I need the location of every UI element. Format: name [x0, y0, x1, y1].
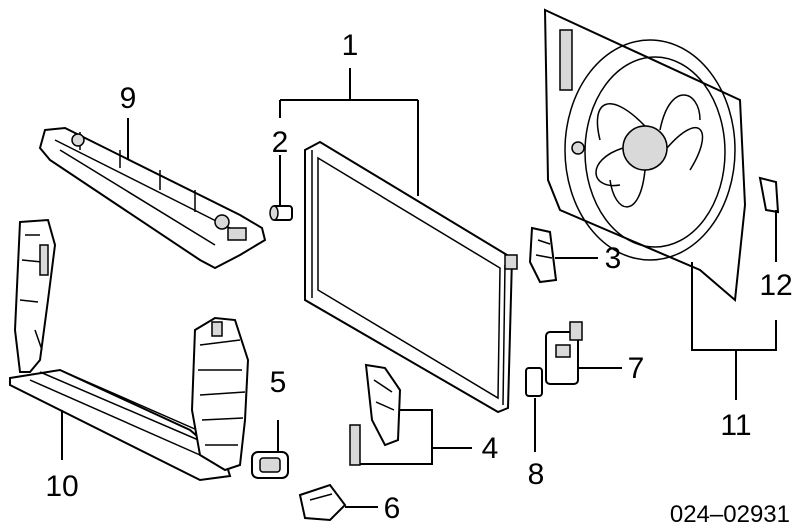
callout-9: 9	[120, 82, 137, 115]
bracket-part-12	[758, 176, 780, 214]
clip-part-8	[525, 367, 543, 397]
callout-7: 7	[628, 352, 645, 385]
callout-3: 3	[605, 242, 622, 275]
callout-labels: 1 2 3 4 5 6 7 8 9 10 11 12	[45, 29, 792, 525]
callout-6: 6	[384, 492, 401, 525]
callout-1: 1	[342, 29, 359, 62]
callout-12: 12	[759, 269, 792, 302]
pin-part-2	[269, 205, 293, 221]
condenser-part-1	[304, 140, 518, 414]
bracket-part-3	[528, 226, 558, 284]
callout-4: 4	[482, 432, 499, 465]
fan-shroud-part-11	[543, 8, 747, 302]
callout-11: 11	[720, 409, 751, 442]
callout-2: 2	[272, 126, 289, 159]
side-guide-part-4	[349, 363, 402, 466]
radiator-frame-part-10	[9, 218, 250, 482]
callout-10: 10	[45, 470, 78, 503]
clip-part-6	[298, 483, 347, 522]
catalog-number: 024–02931	[670, 501, 790, 528]
rubber-mount-part-5	[251, 451, 289, 479]
upper-support-part-9	[38, 126, 267, 270]
callout-8: 8	[528, 458, 545, 491]
callout-5: 5	[270, 366, 287, 399]
valve-block-part-7	[545, 321, 583, 385]
leader-lines	[61, 68, 777, 508]
